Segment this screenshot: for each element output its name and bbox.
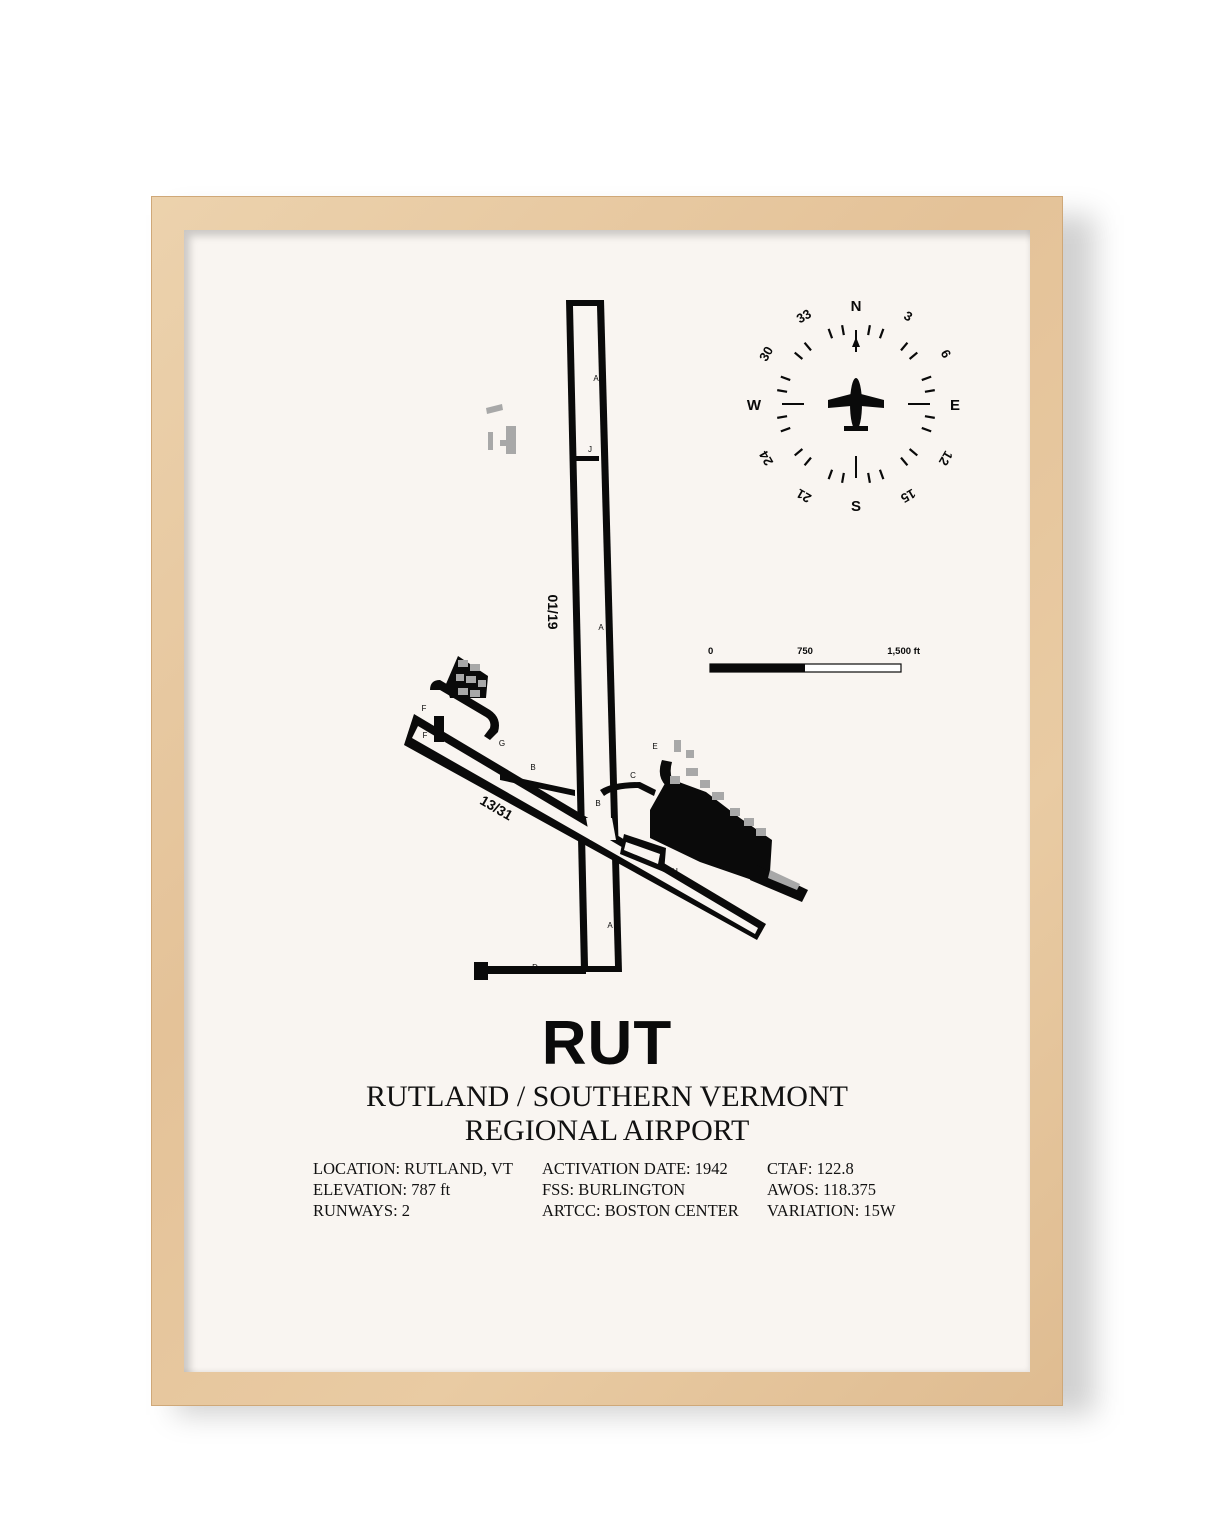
taxiway-label-e: E bbox=[652, 742, 657, 751]
runway-01-19 bbox=[566, 300, 622, 972]
scale-label-zero: 0 bbox=[708, 646, 713, 657]
compass-tick bbox=[777, 415, 788, 419]
compass-label-s: S bbox=[851, 498, 861, 515]
compass-tick bbox=[803, 456, 812, 466]
compass-tick bbox=[900, 456, 909, 466]
taxiway-label-a: A bbox=[607, 921, 613, 930]
compass-tick bbox=[908, 351, 918, 360]
apron-terminal bbox=[650, 740, 808, 902]
scale-label-mid: 750 bbox=[797, 646, 813, 657]
compass-tick bbox=[803, 342, 812, 352]
compass-label-3: 3 bbox=[901, 308, 915, 325]
compass-tick bbox=[924, 389, 935, 393]
scale-label-max: 1,500 ft bbox=[887, 646, 921, 657]
compass-label-21: 21 bbox=[794, 486, 814, 506]
taxiway-label-f: F bbox=[422, 704, 427, 713]
compass-label-24: 24 bbox=[756, 448, 777, 469]
compass-tick bbox=[827, 469, 834, 480]
compass-tick bbox=[867, 325, 871, 336]
taxiway-label-a: A bbox=[598, 623, 604, 632]
compass-tick bbox=[794, 351, 804, 360]
north-pointer-icon bbox=[852, 337, 860, 347]
info-elevation: ELEVATION: 787 ft bbox=[313, 1180, 451, 1199]
compass-label-30: 30 bbox=[756, 344, 776, 364]
compass-tick bbox=[921, 375, 932, 382]
info-column-1: LOCATION: RUTLAND, VT ELEVATION: 787 ft … bbox=[313, 1158, 513, 1221]
compass-tick bbox=[780, 426, 791, 433]
info-awos: AWOS: 118.375 bbox=[767, 1180, 876, 1199]
compass-label-w: W bbox=[747, 397, 762, 414]
outlying-buildings bbox=[486, 404, 516, 454]
taxiway-label-c: C bbox=[630, 771, 636, 780]
compass-label-e: E bbox=[950, 397, 960, 414]
info-fss: FSS: BURLINGTON bbox=[542, 1180, 686, 1199]
compass-tick bbox=[841, 472, 845, 483]
compass-tick bbox=[780, 375, 791, 382]
info-activation-date: ACTIVATION DATE: 1942 bbox=[542, 1159, 728, 1178]
compass-label-15: 15 bbox=[898, 486, 918, 506]
info-runways: RUNWAYS: 2 bbox=[313, 1201, 411, 1220]
taxiway-label-b: B bbox=[530, 763, 535, 772]
compass-tick bbox=[878, 328, 885, 339]
scale-bar bbox=[709, 663, 902, 673]
info-column-3: CTAF: 122.8 AWOS: 118.375 VARIATION: 15W bbox=[767, 1158, 895, 1221]
compass-tick bbox=[841, 325, 845, 336]
compass-tick bbox=[794, 448, 804, 457]
taxiway-label-f: F bbox=[423, 731, 428, 740]
taxiway-label-g: G bbox=[499, 739, 505, 748]
taxiway-network bbox=[430, 456, 666, 980]
taxiway-label-a: A bbox=[593, 374, 599, 383]
info-artcc: ARTCC: BOSTON CENTER bbox=[542, 1201, 739, 1220]
runway-label-01-19: 01/19 bbox=[545, 594, 561, 629]
info-ctaf: CTAF: 122.8 bbox=[767, 1159, 854, 1178]
airport-name-line2: REGIONAL AIRPORT bbox=[464, 1114, 750, 1147]
info-column-2: ACTIVATION DATE: 1942 FSS: BURLINGTON AR… bbox=[542, 1158, 739, 1221]
taxiway-label-j: J bbox=[588, 445, 592, 454]
compass-tick bbox=[924, 415, 935, 419]
compass-tick bbox=[878, 469, 885, 480]
taxiway-label-b: B bbox=[595, 799, 600, 808]
compass-tick bbox=[900, 342, 909, 352]
compass-label-6: 6 bbox=[938, 347, 955, 361]
airplane-icon bbox=[828, 378, 884, 431]
taxiway-label-d: D bbox=[532, 963, 538, 972]
compass-tick bbox=[908, 448, 918, 457]
compass-label-12: 12 bbox=[936, 448, 956, 468]
airport-code: RUT bbox=[541, 1009, 673, 1078]
compass-tick bbox=[921, 426, 932, 433]
runway-13-31 bbox=[404, 714, 766, 940]
info-location: LOCATION: RUTLAND, VT bbox=[313, 1159, 513, 1178]
hangar-cluster bbox=[446, 656, 488, 698]
compass-tick bbox=[867, 472, 871, 483]
info-variation: VARIATION: 15W bbox=[767, 1201, 896, 1220]
airport-name-line1: RUTLAND / SOUTHERN VERMONT bbox=[366, 1080, 848, 1113]
compass-label-n: N bbox=[851, 298, 862, 315]
compass-tick bbox=[777, 389, 788, 393]
compass-label-33: 33 bbox=[794, 306, 814, 326]
taxiway-label-h: H bbox=[672, 867, 678, 876]
compass-tick bbox=[827, 328, 834, 339]
